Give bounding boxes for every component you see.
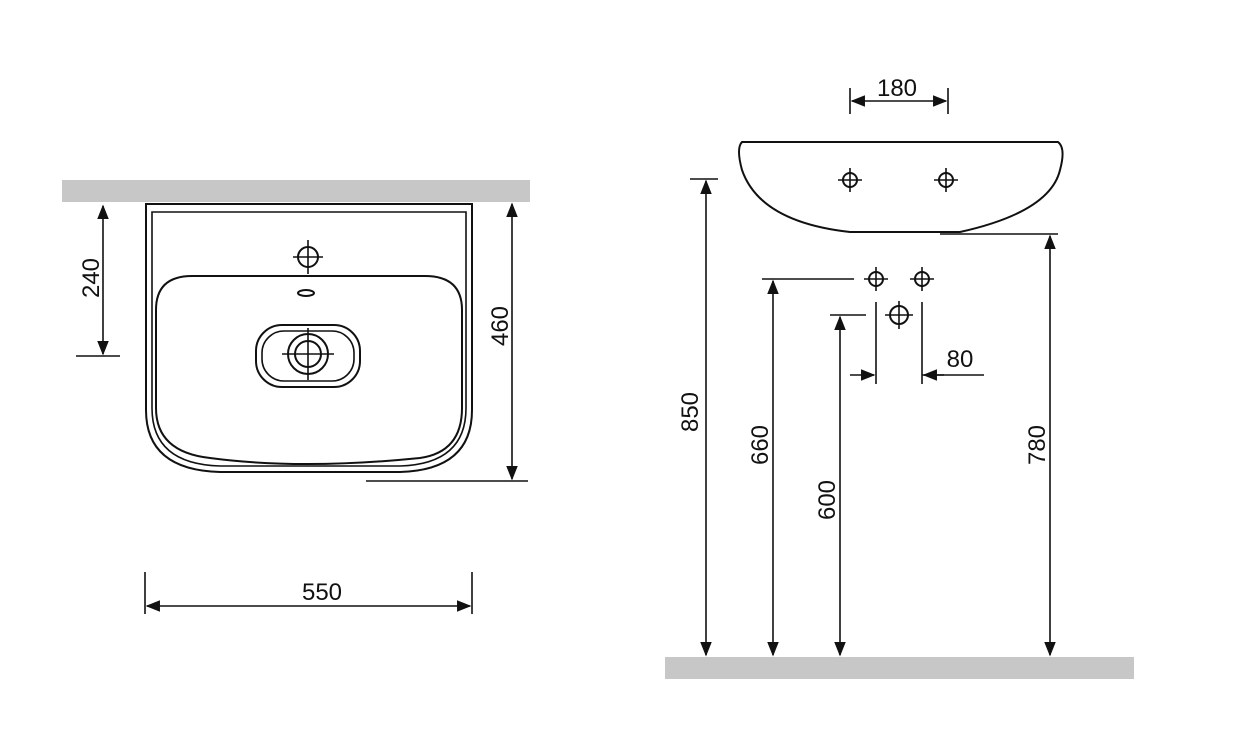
basin-side-profile: [738, 141, 1064, 233]
drain-recess: [255, 324, 361, 388]
drain-crosshair: [282, 328, 334, 380]
side-view: 180 80 850: [665, 75, 1134, 679]
wall-hole-left-crosshair: [838, 168, 862, 192]
supply-left-crosshair: [864, 267, 888, 291]
dim-basin-depth: [366, 202, 528, 482]
overflow-slot: [297, 289, 315, 297]
top-view: 240 460 550: [62, 180, 530, 614]
dim-drain-height: [830, 314, 866, 657]
dim-mounting-height: [690, 178, 718, 657]
label-550: 550: [302, 579, 342, 606]
tap-hole-crosshair: [293, 240, 323, 274]
label-240: 240: [78, 258, 105, 298]
label-460: 460: [487, 306, 514, 346]
label-660: 660: [747, 425, 774, 465]
basin-inner-edge: [151, 211, 467, 467]
floor-surface: [665, 657, 1134, 679]
wall-hole-right-crosshair: [934, 168, 958, 192]
dim-supply-height: [762, 278, 854, 657]
wall-surface: [62, 180, 530, 202]
label-80: 80: [947, 346, 974, 373]
supply-right-crosshair: [910, 267, 934, 291]
dim-wall-hole-spacing: [849, 88, 949, 114]
dim-basin-bottom-height: [940, 233, 1058, 657]
label-180: 180: [877, 75, 917, 102]
dim-supply-spacing: [850, 302, 984, 384]
label-850: 850: [677, 392, 704, 432]
label-780: 780: [1024, 425, 1051, 465]
bowl-outline: [155, 275, 463, 465]
dim-basin-width: [144, 572, 473, 614]
label-600: 600: [814, 480, 841, 520]
drain-outlet-crosshair: [885, 301, 913, 329]
dim-tap-hole-distance: [76, 204, 120, 357]
basin-outline: [145, 203, 473, 473]
